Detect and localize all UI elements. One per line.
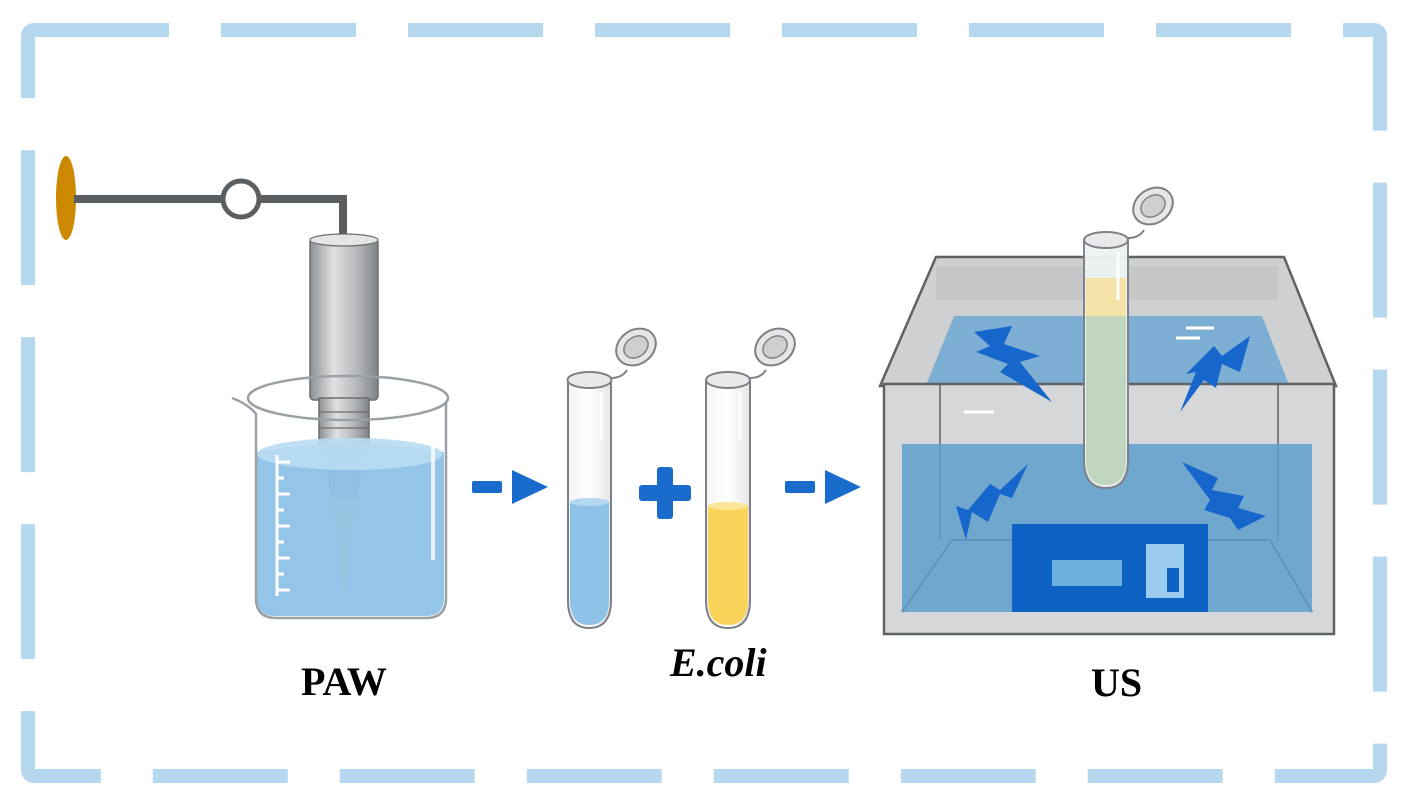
beaker-icon (231, 374, 450, 620)
ecoli-tube-liquid (708, 506, 748, 625)
bath-display (1052, 560, 1122, 586)
gas-feed-line (74, 195, 347, 240)
beaker-liquid (257, 444, 444, 616)
test-tube-icon (1083, 186, 1174, 490)
lightning-bolt-icon (956, 464, 1028, 540)
paw-tube-liquid (570, 502, 609, 625)
test-tube-icon (566, 327, 657, 630)
us-label: US (1091, 660, 1143, 705)
gas-valve (220, 178, 262, 220)
arrow-right-icon (785, 470, 861, 504)
ecoli-label: E.coli (670, 640, 767, 685)
gas-knob (56, 156, 76, 240)
lightning-bolt-icon (974, 326, 1052, 402)
paw-label: PAW (301, 659, 387, 704)
plus-icon (639, 467, 691, 519)
lightning-bolt-icon (1182, 462, 1266, 530)
beaker-graduations (275, 455, 290, 596)
test-tube-icon (705, 327, 796, 630)
lightning-bolt-icon (1180, 336, 1250, 412)
beaker-glass (231, 396, 448, 620)
ultrasonic-bath-icon (878, 186, 1338, 636)
arrow-right-icon (472, 470, 548, 504)
dashed-frame (21, 23, 1387, 783)
